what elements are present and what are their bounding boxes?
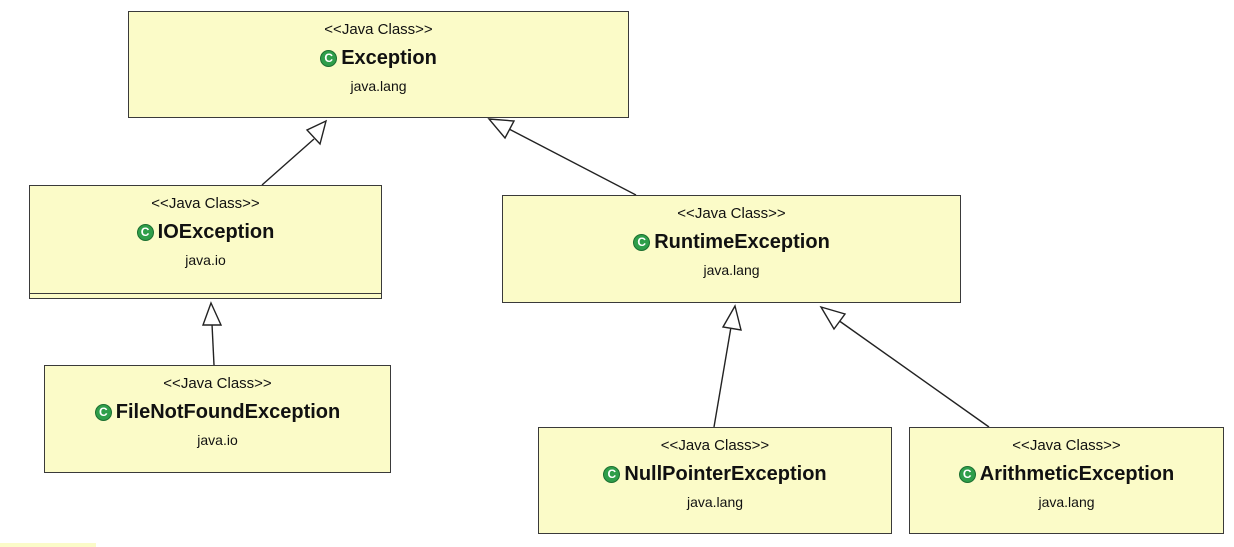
class-icon: C — [320, 49, 338, 67]
class-icon: C — [958, 465, 976, 483]
edge-ioexception-exception — [261, 138, 315, 186]
arrowhead-ioexception — [202, 301, 223, 326]
class-name: IOException — [157, 221, 275, 243]
edge-nullpointer-runtime — [713, 326, 732, 428]
class-name-row: C ArithmeticException — [910, 462, 1223, 486]
class-box-ioexception[interactable]: <<Java Class>> C IOException java.io — [29, 185, 382, 299]
package-label: java.lang — [703, 262, 760, 278]
class-name: NullPointerException — [624, 463, 827, 485]
package-label: java.lang — [686, 494, 744, 510]
class-box-nullpointerexception[interactable]: <<Java Class>> C NullPointerException ja… — [538, 427, 892, 534]
class-icon: C — [94, 403, 112, 421]
class-box-filenotfoundexception[interactable]: <<Java Class>> C FileNotFoundException j… — [44, 365, 391, 473]
class-icon: C — [633, 233, 651, 251]
class-name-row: C Exception — [129, 46, 628, 70]
package-label: java.io — [197, 432, 238, 448]
stereotype-label: <<Java Class>> — [324, 21, 433, 38]
compartment-divider — [30, 293, 381, 294]
class-name: Exception — [341, 47, 437, 69]
class-box-exception[interactable]: <<Java Class>> C Exception java.lang — [128, 11, 629, 118]
class-box-runtimeexception[interactable]: <<Java Class>> C RuntimeException java.l… — [502, 195, 961, 303]
class-name-row: C NullPointerException — [539, 462, 891, 486]
class-name-row: C IOException — [30, 220, 381, 244]
package-label: java.io — [185, 252, 226, 268]
arrowhead-exception-right — [487, 118, 516, 140]
stereotype-label: <<Java Class>> — [163, 375, 272, 392]
stereotype-label: <<Java Class>> — [1012, 437, 1121, 454]
class-icon: C — [136, 223, 154, 241]
edge-arithmetic-runtime — [837, 319, 990, 428]
class-name: RuntimeException — [654, 231, 830, 253]
stereotype-label: <<Java Class>> — [677, 205, 786, 222]
stereotype-label: <<Java Class>> — [151, 195, 260, 212]
package-label: java.lang — [350, 78, 407, 94]
class-name: FileNotFoundException — [115, 401, 341, 423]
arrowhead-runtime-left — [721, 304, 742, 331]
class-icon: C — [603, 465, 621, 483]
stereotype-label: <<Java Class>> — [660, 437, 770, 454]
edge-runtimeexception-exception — [508, 128, 637, 196]
arrowhead-runtime-right — [819, 305, 847, 331]
class-name-row: C RuntimeException — [503, 230, 960, 254]
class-name: ArithmeticException — [979, 463, 1175, 485]
package-label: java.lang — [1038, 494, 1095, 510]
class-box-arithmeticexception[interactable]: <<Java Class>> C ArithmeticException jav… — [909, 427, 1224, 534]
class-name-row: C FileNotFoundException — [45, 400, 390, 424]
arrowhead-exception-left — [305, 119, 328, 146]
edge-filenotfound-ioexception — [211, 323, 215, 366]
partial-box-edge — [0, 543, 96, 547]
